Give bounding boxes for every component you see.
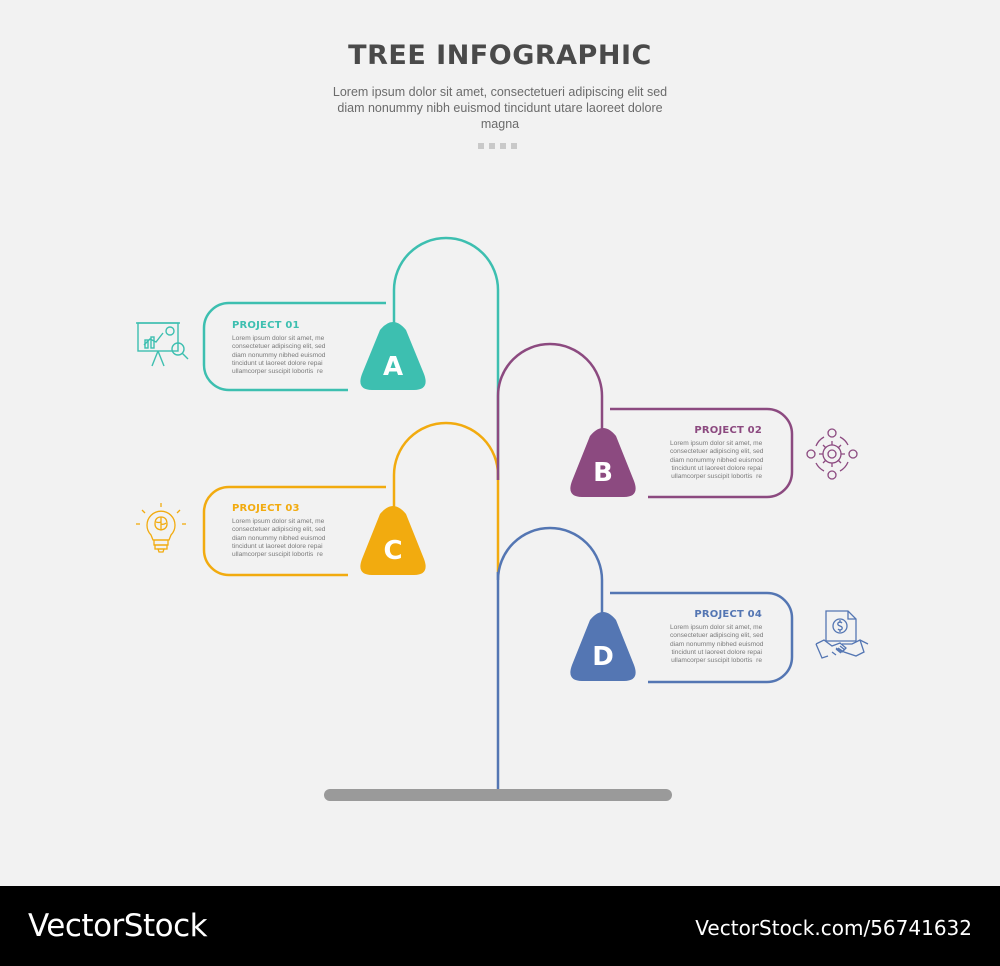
branch-a-arch (392, 236, 500, 480)
infographic-stage: TREE INFOGRAPHIC Lorem ipsum dolor sit a… (136, 40, 869, 801)
stock-image-url: VectorStock.com/56741632 (695, 916, 972, 940)
card-body: Lorem ipsum dolor sit amet, me consectet… (232, 335, 326, 376)
branch-b: B (496, 342, 794, 499)
vectorstock-logo: VectorStock (28, 908, 208, 944)
card-project-02: PROJECT 02 Lorem ipsum dolor sit amet, m… (670, 425, 764, 481)
badge-b-letter: B (593, 458, 613, 488)
page-title: TREE INFOGRAPHIC (348, 40, 652, 71)
card-title: PROJECT 03 (232, 503, 300, 514)
card-title: PROJECT 02 (694, 425, 762, 436)
badge-c (360, 506, 426, 575)
badge-a (360, 322, 426, 390)
card-project-01: PROJECT 01 Lorem ipsum dolor sit amet, m… (232, 320, 326, 376)
branch-d-arch (496, 526, 604, 620)
tree-diagram: A C B D (202, 236, 794, 801)
handshake-dollar-icon (815, 610, 869, 659)
card-title: PROJECT 01 (232, 320, 300, 331)
card-body: Lorem ipsum dolor sit amet, me consectet… (670, 624, 764, 665)
card-project-04: PROJECT 04 Lorem ipsum dolor sit amet, m… (670, 609, 764, 665)
badge-d-letter: D (592, 642, 614, 672)
branch-a-card-outline (202, 301, 386, 392)
lightbulb-brain-icon (136, 503, 186, 553)
branch-b-card-outline (610, 407, 794, 499)
card-title: PROJECT 04 (694, 609, 762, 620)
page-subtitle: Lorem ipsum dolor sit amet, consectetuer… (332, 85, 668, 131)
watermark-footer: VectorStock VectorStock.com/56741632 (0, 886, 1000, 966)
badge-a-letter: A (383, 352, 403, 382)
gear-cycle-icon (806, 428, 858, 480)
divider-dots (478, 143, 517, 149)
branch-c-arch (392, 421, 500, 572)
branch-d-card-outline (610, 591, 794, 684)
branch-b-arch (496, 342, 604, 480)
branch-d: D (496, 526, 794, 684)
badge-c-letter: C (383, 536, 402, 566)
card-body: Lorem ipsum dolor sit amet, me consectet… (670, 440, 764, 481)
presentation-chart-icon (136, 322, 189, 367)
card-project-03: PROJECT 03 Lorem ipsum dolor sit amet, m… (232, 503, 326, 559)
branch-c: C (202, 421, 500, 577)
badge-d (570, 612, 636, 681)
badge-b (570, 428, 636, 497)
branch-c-card-outline (202, 485, 386, 577)
branch-a: A (202, 236, 500, 480)
card-body: Lorem ipsum dolor sit amet, me consectet… (232, 518, 326, 559)
